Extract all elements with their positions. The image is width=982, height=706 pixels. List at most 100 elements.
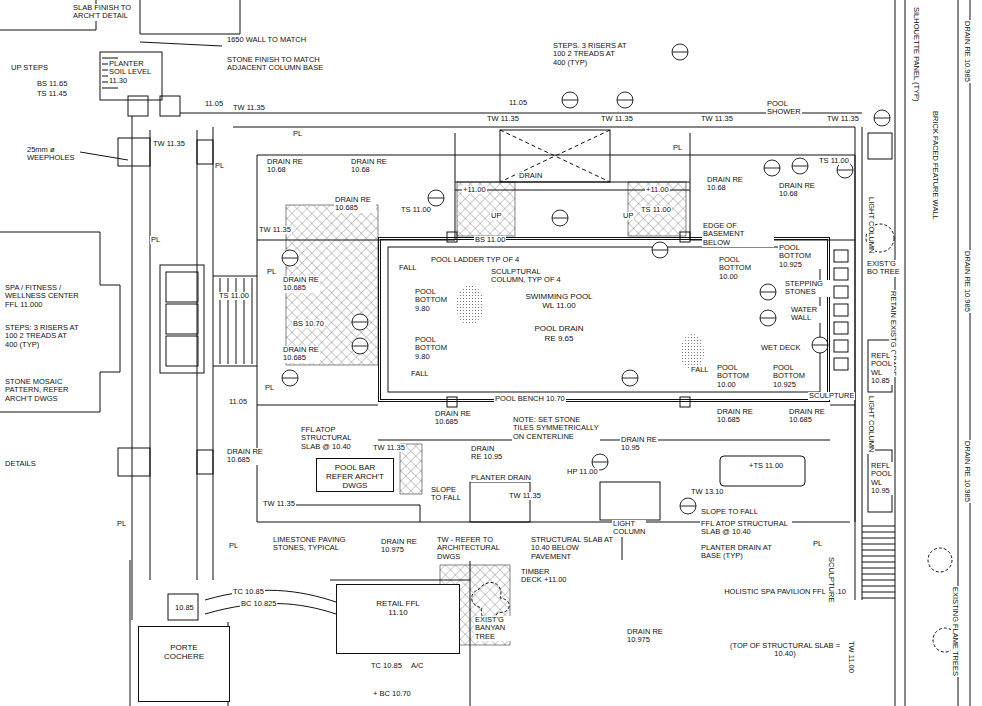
plan-label: 1650 WALL TO MATCH	[226, 36, 307, 44]
plan-label: +11.00	[462, 186, 487, 194]
wall-line	[160, 265, 204, 373]
wall-line	[128, 96, 148, 116]
plan-label: DETAILS	[4, 460, 37, 468]
plan-label: SPA / FITNESS / WELLNESS CENTER FFL 11.0…	[4, 284, 90, 309]
plan-label: TS 11.00	[400, 206, 432, 214]
wall-line	[118, 448, 150, 476]
plan-label: DRAIN RE 10.685	[334, 196, 376, 213]
plan-label: TS 11.00	[640, 206, 672, 214]
plan-label: PLANTER DRAIN AT BASE (TYP)	[700, 544, 786, 561]
plan-label: HP 11.00	[566, 468, 599, 476]
plan-label: 11.05	[508, 99, 528, 107]
wall-line	[118, 138, 150, 166]
plan-label: A/C	[410, 662, 425, 670]
plan-label: DRAIN RE 10.68	[350, 158, 388, 175]
wall-line	[180, 113, 862, 127]
plan-label: TW 11.35	[372, 444, 406, 452]
plan-label: TC 10.85	[232, 588, 265, 596]
plan-label: DRAIN RE 10.975	[626, 628, 668, 645]
plan-label: POOL BOTTOM 9.80	[414, 288, 446, 313]
wall-line	[834, 286, 848, 298]
wall-line	[330, 560, 470, 706]
plan-label: FALL	[690, 366, 710, 374]
area-box: PORTE COCHERE	[138, 626, 230, 702]
plan-label: DRAIN RE 10.975	[380, 538, 422, 555]
plan-label: + BC 10.70	[372, 690, 412, 698]
plan-label: UP	[490, 212, 502, 220]
hatch-area	[286, 182, 686, 645]
plan-label: WATER WALL	[790, 306, 822, 323]
wall-line	[834, 358, 848, 370]
plan-label: +TS 11.00	[748, 462, 784, 470]
plan-label: SLAB FINISH TO ARCH'T DETAIL	[72, 4, 136, 21]
plan-label: POOL SHOWER	[766, 100, 802, 117]
wall-line	[862, 526, 895, 598]
plan-label: STRUCTURAL SLAB AT 10.40 BELOW PAVEMENT	[530, 536, 616, 561]
wall-line	[834, 304, 848, 316]
plan-label: EXIST'G BO TREE	[866, 260, 902, 277]
plan-label: POOL BOTTOM 10.925	[772, 364, 818, 389]
plan-label: TS 11.00	[218, 292, 250, 300]
wall-line	[834, 340, 848, 352]
wall-line	[205, 590, 336, 614]
tree-outline	[928, 548, 952, 572]
plan-label: PL	[266, 268, 277, 276]
area-name: SWIMMING POOL WL 11.00	[523, 292, 595, 310]
plan-label: DRAIN RE 10.95	[620, 436, 658, 453]
plan-label: SCULPTURE	[827, 556, 835, 603]
tree-outline	[472, 224, 957, 652]
callout-bubble	[282, 44, 890, 514]
plan-label: DRAIN RE 10.685	[434, 410, 476, 427]
plan-label: BS 11.65	[36, 80, 68, 88]
plan-label: TS 11.00	[818, 157, 850, 165]
wall-line	[720, 456, 805, 486]
plan-label: REFL POOL WL 10.95	[870, 462, 894, 495]
wall-line	[455, 133, 690, 240]
plan-label: PL	[264, 384, 275, 392]
plan-label: WET DECK	[760, 344, 801, 352]
plan-label: LIGHT COLUMN	[867, 196, 875, 255]
wall-line	[447, 397, 457, 407]
plan-label: DRAIN RE 10.68	[778, 182, 816, 199]
plan-label: POOL LADDER TYP OF 4	[430, 256, 520, 264]
plan-label: DRAIN RE 10.685	[716, 408, 758, 425]
plan-label: FFL ATOP STRUCTURAL SLAB @ 10.40	[300, 426, 364, 451]
speckle-area	[456, 285, 704, 370]
plan-label: PL	[292, 130, 303, 138]
plan-label: BC 10.825	[240, 600, 277, 608]
plan-label: TS 11.45	[36, 90, 68, 98]
speckle-area	[456, 285, 484, 325]
wall-line	[834, 250, 848, 262]
plan-label: TC 10.85	[370, 662, 403, 670]
plan-label: TW 11.35	[600, 115, 634, 123]
plan-label: POOL BOTTOM 10.925	[778, 244, 824, 269]
wall-line	[855, 0, 970, 706]
plan-label: LIGHT COLUMN	[867, 395, 875, 454]
plan-label: TW 11.35	[262, 500, 296, 508]
plan-label: DRAIN RE 10.68	[266, 158, 304, 175]
wall-line	[470, 482, 530, 522]
wall-line	[388, 247, 820, 392]
wall-line	[166, 272, 198, 302]
area-name: PORTE COCHERE	[153, 643, 215, 661]
plan-label: SILHOUETTE PANEL (TYP)	[912, 6, 920, 103]
bar-box: POOL BAR REFER ARCH'T DWGS	[316, 458, 394, 492]
plan-label: DRAIN RE 10.985	[963, 250, 971, 313]
plan-label: DRAIN RE 10.685	[282, 346, 320, 363]
wall-line	[257, 155, 855, 522]
plan-label: FALL	[410, 370, 430, 378]
plan-label: DRAIN RE 10.985	[963, 440, 971, 503]
plan-label: 11.05	[204, 100, 224, 108]
speckle-area	[680, 334, 704, 370]
plan-label: TW 11.00	[847, 640, 855, 674]
wall-line	[166, 336, 198, 366]
plan-label: EXISTING FLAME TREES	[951, 586, 959, 677]
plan-label: PL	[228, 542, 239, 550]
plan-label: TW 11.35	[508, 492, 542, 500]
plan-label: EXIST'G BANYAN TREE	[474, 616, 512, 641]
plan-label: POOL BENCH 10.70	[494, 395, 566, 403]
plan-label: POOL BOTTOM 9.80	[414, 336, 446, 361]
plan-label: STEPPING STONES	[784, 280, 830, 297]
plan-label: PL	[214, 162, 225, 170]
plan-label: POOL BOTTOM 10.00	[716, 364, 752, 389]
